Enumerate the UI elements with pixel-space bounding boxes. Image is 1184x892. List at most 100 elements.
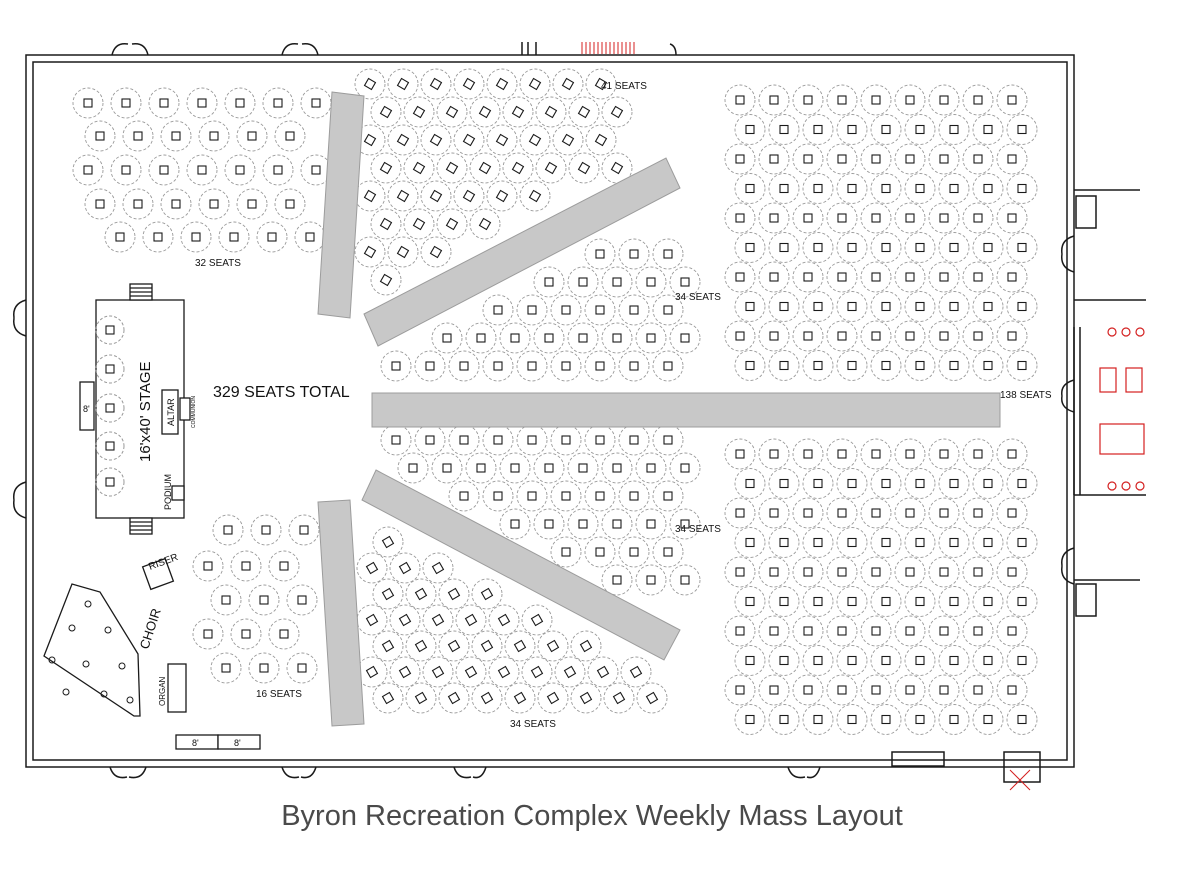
chair-circle [904,645,936,676]
chair-seat [391,361,401,371]
chair-circle [488,656,520,688]
chair-circle [962,143,994,175]
chair-seat [973,213,983,223]
chair-seat [544,519,554,529]
chair-circle [601,452,633,484]
chair-circle [370,96,402,128]
chair-seat [881,537,891,548]
chair-seat [510,463,520,473]
chair-circle [160,188,192,220]
chair-circle [84,120,116,152]
chair-seat [513,691,527,705]
chair-circle [436,96,468,128]
chair-circle [448,480,480,512]
chair-seat [203,629,213,639]
chair-circle [354,236,386,268]
chair-seat [115,232,125,242]
chair-circle [516,480,548,512]
chair-circle [471,682,503,714]
chair-seat [646,519,656,529]
chair-circle [535,96,567,128]
chair-seat [510,519,520,529]
chair-circle [465,452,497,484]
chair-seat [735,95,745,105]
chair-circle [972,173,1004,204]
chair-seat [983,183,993,194]
chair-circle [860,674,892,706]
chair-seat [837,213,847,223]
chair-seat [663,435,673,445]
chair-seat [267,232,277,242]
chair-seat [209,131,219,141]
chair-seat [261,525,271,535]
chair-seat [646,575,656,585]
chair-circle [372,578,404,610]
chair-seat [121,98,131,108]
seats-138-label: 138 SEATS [1000,390,1052,401]
chair-seat [495,189,509,203]
chair-circle [860,556,892,588]
chair-seat [745,360,755,371]
chair-seat [905,685,915,695]
chair-seat [259,595,269,605]
chair-seat [779,655,789,666]
chair-seat [646,463,656,473]
chair-seat [414,587,428,601]
chair-circle [870,114,902,145]
chair-circle [1006,114,1038,145]
chair-circle [499,508,531,540]
chair-circle [601,152,633,184]
chair-circle [724,320,756,352]
chair-circle [552,124,584,156]
chair-circle [802,114,834,145]
chair-seat [735,626,745,636]
chair-circle [1006,350,1038,381]
chair-circle [636,682,668,714]
chair-circle [387,68,419,100]
chair-seat [379,217,393,231]
chair-circle [142,221,174,253]
stage-chairs [95,315,125,497]
chair-seat [445,161,459,175]
chair-circle [938,291,970,322]
chair-circle [519,180,551,212]
chair-circle [928,497,960,529]
chair-seat [735,567,745,577]
chair-circle [904,350,936,381]
organ-label: ORGAN [158,676,167,706]
choir-seats [48,600,134,704]
chair-seat [949,242,959,253]
chair-seat [680,575,690,585]
chair-seat [973,154,983,164]
chair-circle [286,584,318,616]
chair-seat [915,714,925,725]
stage-label: 16'x40' STAGE [137,362,154,463]
chair-circle [148,87,180,119]
chair-seat [1017,242,1027,253]
chair-circle [618,480,650,512]
chair-seat [949,301,959,312]
chair-circle [894,556,926,588]
chair-seat [949,537,959,548]
chair-seat [905,272,915,282]
chair-circle [724,261,756,293]
chair-seat [259,663,269,673]
chair-seat [813,478,823,489]
chair-seat [735,508,745,518]
seats-32-label: 32 SEATS [195,258,241,269]
chair-seat [546,691,560,705]
chair-circle [250,514,282,546]
chair-seat [610,161,624,175]
chair-seat [221,663,231,673]
chair-circle [389,552,421,584]
chair-circle [1006,468,1038,499]
chair-circle [669,564,701,596]
altar-label: ALTAR [166,398,176,426]
chair-circle [724,202,756,234]
chair-circle [652,238,684,270]
chair-seat [527,305,537,315]
chair-circle [758,556,790,588]
chair-circle [635,266,667,298]
chair-circle [372,682,404,714]
chair-circle [1006,527,1038,558]
